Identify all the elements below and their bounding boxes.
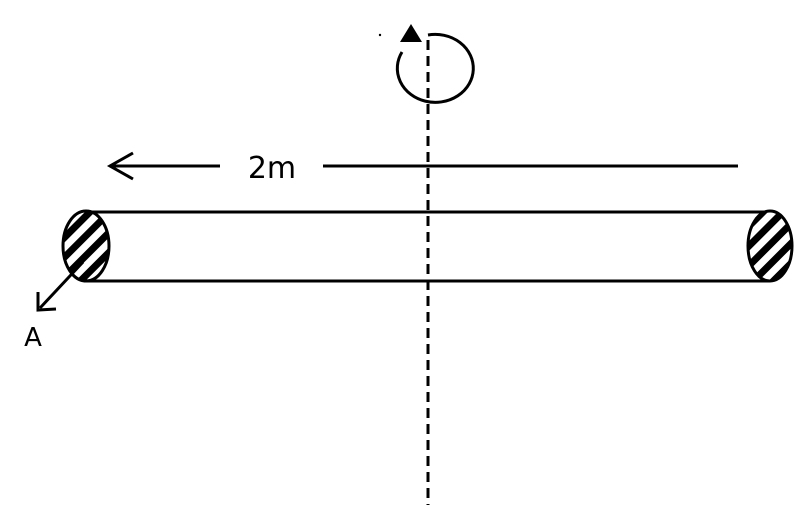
point-a-label: A: [24, 323, 42, 353]
rod: [84, 210, 770, 283]
length-label: 2m: [248, 151, 296, 186]
small-dot: [378, 33, 382, 37]
length-dimension-arrow: [106, 151, 220, 181]
point-a-arrow: [36, 260, 85, 312]
rotation-arrow-icon: [395, 24, 475, 104]
left-end-cap-icon: [61, 209, 111, 283]
right-end-cap-icon: [746, 209, 794, 283]
